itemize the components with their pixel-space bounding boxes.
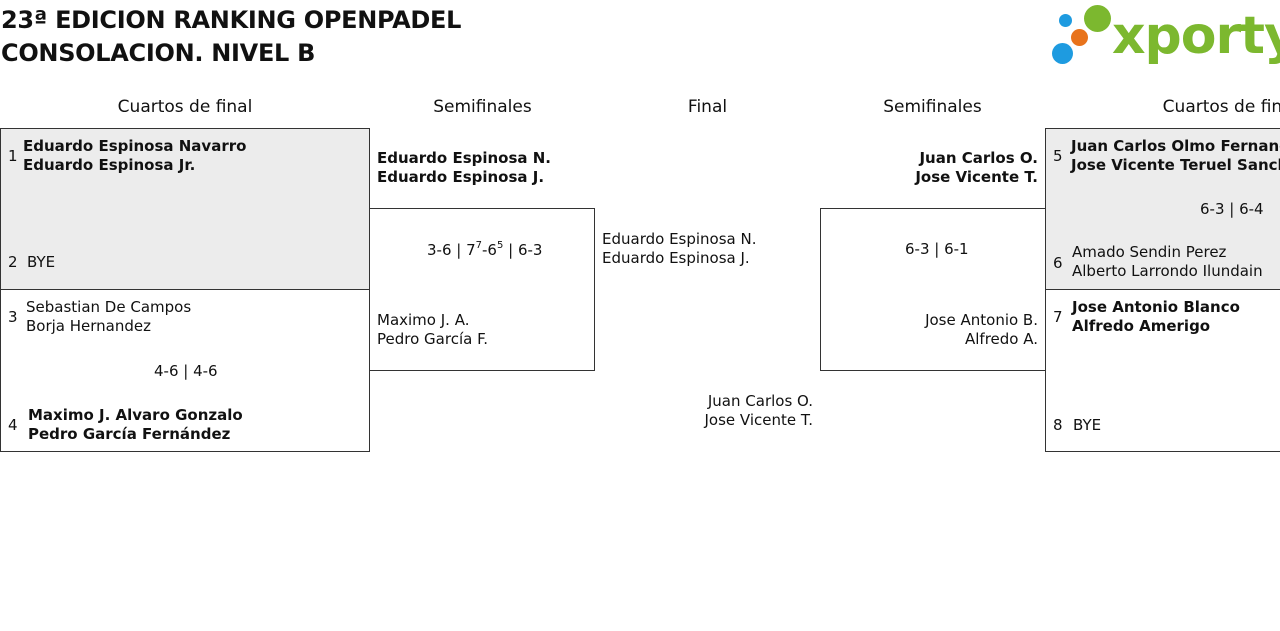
seed-number: 8 xyxy=(1053,416,1063,434)
round-header-right-sf: Semifinales xyxy=(883,97,982,117)
logo-dot-blue xyxy=(1059,14,1072,27)
player-name: Sebastian De Campos xyxy=(26,298,192,316)
team-entry: Maximo J. Alvaro Gonzalo Pedro García Fe… xyxy=(28,406,243,444)
player-name: Juan Carlos Olmo Fernandez xyxy=(1071,137,1280,155)
player-name: Jose Vicente Teruel Sanchez xyxy=(1071,156,1280,174)
player-name: Jose Vicente T. xyxy=(915,168,1038,186)
right-sf-match: 6-3 | 6-1 Jose Antonio B. Alfredo A. xyxy=(820,208,1046,371)
logo-dot-orange xyxy=(1071,29,1088,46)
player-name: Amado Sendin Perez xyxy=(1072,243,1227,261)
right-qf-match-2: 7 Jose Antonio Blanco Alfredo Amerigo 8 … xyxy=(1045,289,1280,452)
round-header-left-sf: Semifinales xyxy=(433,97,532,117)
xporty-logo: xporty xyxy=(1050,4,1280,68)
page-title: 23ª EDICION RANKING OPENPADEL CONSOLACIO… xyxy=(1,4,461,70)
logo-dot-blue-large xyxy=(1052,43,1073,64)
seed-number: 3 xyxy=(8,308,18,326)
logo-wordmark: xporty xyxy=(1112,6,1280,66)
team-entry: BYE xyxy=(1073,416,1101,435)
score-set-1: 3-6 | 7 xyxy=(427,241,476,259)
seed-number: 4 xyxy=(8,416,18,434)
player-name: Eduardo Espinosa N. xyxy=(377,149,552,167)
player-name: Eduardo Espinosa J. xyxy=(377,168,545,186)
left-sf-match: 3-6 | 77-65 | 6-3 Maximo J. A. Pedro Gar… xyxy=(369,208,595,371)
seed-number: 6 xyxy=(1053,254,1063,272)
player-name: Jose Antonio Blanco xyxy=(1072,298,1240,316)
right-qf-match-1: 5 Juan Carlos Olmo Fernandez Jose Vicent… xyxy=(1045,128,1280,290)
team-entry: Jose Antonio Blanco Alfredo Amerigo xyxy=(1072,298,1240,336)
round-header-final: Final xyxy=(687,97,728,117)
player-name: Juan Carlos O. xyxy=(919,149,1038,167)
team-entry: BYE xyxy=(27,253,55,272)
team-entry: Juan Carlos Olmo Fernandez Jose Vicente … xyxy=(1071,137,1280,175)
player-name: Jose Antonio B. xyxy=(925,311,1038,329)
seed-number: 7 xyxy=(1053,308,1063,326)
match-score: 4-6 | 4-6 xyxy=(154,362,218,380)
final-team-top: Eduardo Espinosa N. Eduardo Espinosa J. xyxy=(602,230,757,268)
left-qf-match-2: 3 Sebastian De Campos Borja Hernandez 4-… xyxy=(0,289,370,452)
player-name: Juan Carlos O. xyxy=(707,392,813,410)
player-name: Pedro García F. xyxy=(377,330,489,348)
title-line-1: 23ª EDICION RANKING OPENPADEL xyxy=(1,6,462,34)
player-name: Eduardo Espinosa J. xyxy=(602,249,750,267)
match-score: 6-3 | 6-1 xyxy=(905,240,969,258)
left-sf-team-top: Eduardo Espinosa N. Eduardo Espinosa J. xyxy=(377,149,551,187)
tiebreak-score: 7 xyxy=(475,240,483,251)
player-name: Eduardo Espinosa Jr. xyxy=(23,156,196,174)
team-entry: Maximo J. A. Pedro García F. xyxy=(377,311,488,349)
player-name: Jose Vicente T. xyxy=(704,411,813,429)
tiebreak-score: 5 xyxy=(496,240,504,251)
score-set-2: -6 xyxy=(482,241,497,259)
player-name: Maximo J. A. xyxy=(377,311,470,329)
team-entry: Jose Antonio B. Alfredo A. xyxy=(821,311,1038,349)
seed-number: 5 xyxy=(1053,147,1063,165)
player-name: Pedro García Fernández xyxy=(28,425,231,443)
round-header-left-qf: Cuartos de final xyxy=(117,97,253,117)
player-name: Alfredo Amerigo xyxy=(1072,317,1211,335)
logo-dot-green xyxy=(1084,5,1111,32)
player-name: Maximo J. Alvaro Gonzalo xyxy=(28,406,243,424)
match-score: 3-6 | 77-65 | 6-3 xyxy=(427,241,542,260)
team-entry: Sebastian De Campos Borja Hernandez xyxy=(26,298,191,336)
right-sf-team-top: Juan Carlos O. Jose Vicente T. xyxy=(820,149,1038,187)
final-team-bottom: Juan Carlos O. Jose Vicente T. xyxy=(600,392,813,430)
player-name: BYE xyxy=(1073,416,1102,434)
player-name: Alberto Larrondo Ilundain xyxy=(1072,262,1263,280)
left-qf-match-1: 1 Eduardo Espinosa Navarro Eduardo Espin… xyxy=(0,128,370,290)
team-entry: Eduardo Espinosa Navarro Eduardo Espinos… xyxy=(23,137,246,175)
player-name: BYE xyxy=(27,253,56,271)
player-name: Borja Hernandez xyxy=(26,317,152,335)
player-name: Alfredo A. xyxy=(964,330,1038,348)
title-line-2: CONSOLACION. NIVEL B xyxy=(1,39,316,67)
player-name: Eduardo Espinosa Navarro xyxy=(23,137,247,155)
round-header-right-qf: Cuartos de final xyxy=(1162,97,1280,117)
team-entry: Amado Sendin Perez Alberto Larrondo Ilun… xyxy=(1072,243,1263,281)
seed-number: 2 xyxy=(8,253,18,271)
match-score: 6-3 | 6-4 xyxy=(1200,200,1264,218)
seed-number: 1 xyxy=(8,147,18,165)
player-name: Eduardo Espinosa N. xyxy=(602,230,757,248)
score-set-3: | 6-3 xyxy=(503,241,543,259)
